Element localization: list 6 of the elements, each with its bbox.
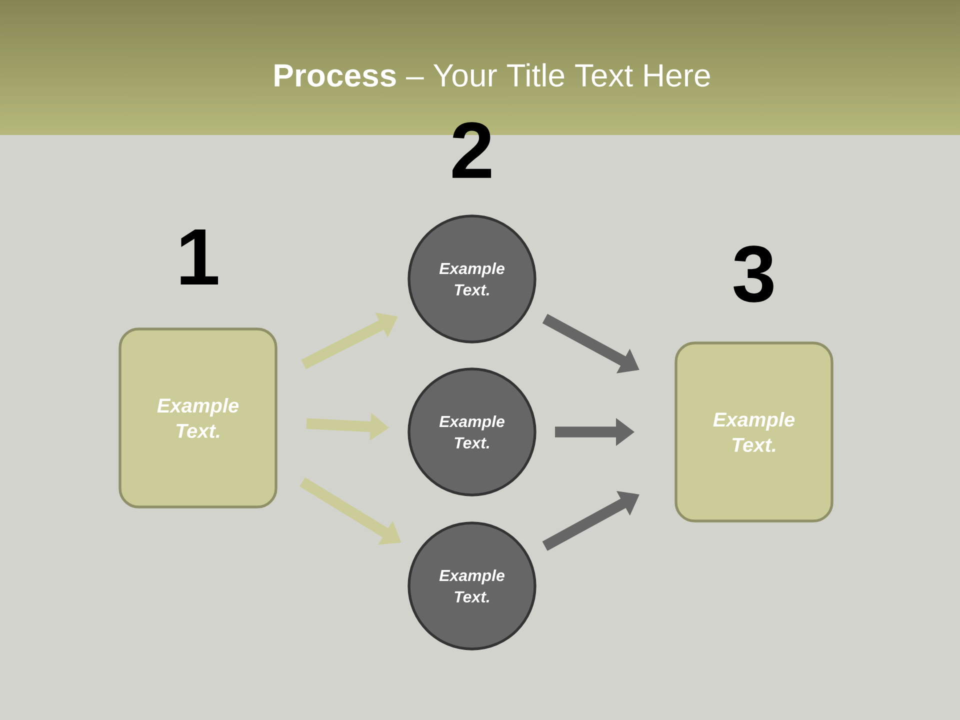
- process-box: Example Text.: [674, 342, 834, 522]
- step-number: 1: [180, 229, 218, 284]
- step-number: 2: [452, 122, 492, 178]
- process-box: Example Text.: [118, 328, 278, 508]
- step-number: 3: [734, 246, 774, 302]
- title: Process – Your Title Text Here: [274, 63, 710, 87]
